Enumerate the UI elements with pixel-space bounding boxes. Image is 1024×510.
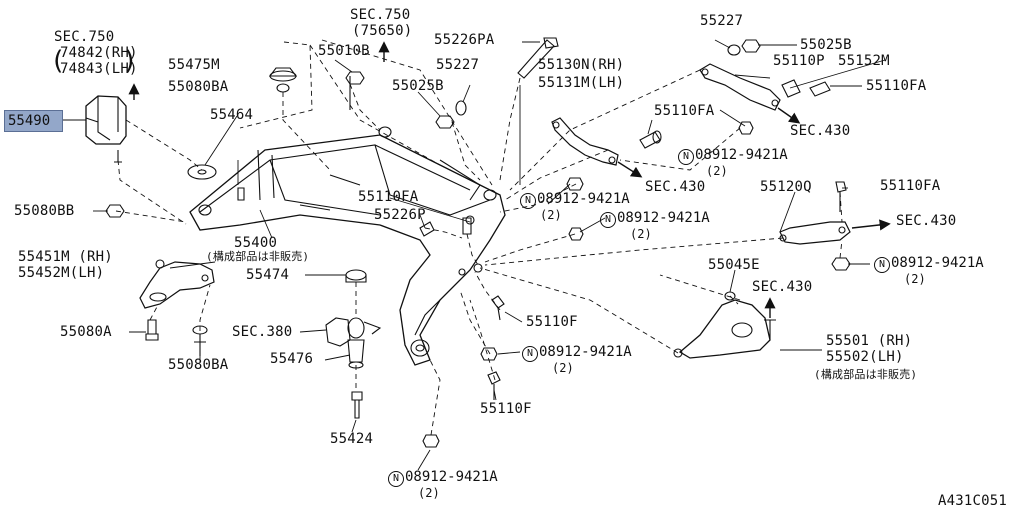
mount-insulator-55490: [85, 95, 127, 163]
lower-arm-55501: [673, 299, 776, 359]
part-55025B-mid[interactable]: 55025B: [392, 78, 444, 94]
n-marker-icon: N: [388, 471, 404, 487]
link-55110P: [699, 63, 801, 111]
part-74842[interactable]: 74842(RH): [60, 45, 138, 61]
part-55110F-b[interactable]: 55110F: [480, 401, 532, 417]
part-55130N[interactable]: 55130N(RH): [538, 57, 625, 73]
part-75650[interactable]: (75650): [352, 23, 413, 39]
bracket-left: (: [50, 46, 66, 76]
part-55045E[interactable]: 55045E: [708, 257, 760, 273]
sec430-ref-b[interactable]: SEC.430: [645, 179, 706, 195]
part-55226PA[interactable]: 55226PA: [434, 32, 495, 48]
part-55025B-right[interactable]: 55025B: [800, 37, 852, 53]
part-55080A[interactable]: 55080A: [60, 324, 112, 340]
part-55227-mid[interactable]: 55227: [436, 57, 480, 73]
diagram-code: A431C051: [938, 493, 1008, 509]
sec430-ref-a[interactable]: SEC.430: [790, 123, 851, 139]
part-55120Q[interactable]: 55120Q: [760, 179, 812, 195]
highlighted-part-55490[interactable]: 55490: [4, 110, 63, 132]
part-55080BA-top[interactable]: 55080BA: [168, 79, 229, 95]
part-55110FA-r1[interactable]: 55110FA: [866, 78, 927, 94]
sec750-left-ref[interactable]: SEC.750: [54, 29, 115, 45]
part-55474[interactable]: 55474: [246, 267, 290, 283]
part-55110FA-r2[interactable]: 55110FA: [880, 178, 941, 194]
part-55226P[interactable]: 55226P: [374, 207, 426, 223]
part-55452M[interactable]: 55452M(LH): [18, 265, 105, 281]
bracket-right: ): [122, 46, 138, 76]
part-number-label: 55490: [8, 113, 51, 129]
part-55451M[interactable]: 55451M (RH): [18, 249, 113, 265]
part-55475M[interactable]: 55475M: [168, 57, 220, 73]
n-marker-icon: N: [520, 193, 536, 209]
part-55080BB[interactable]: 55080BB: [14, 203, 75, 219]
part-55080BA-bottom[interactable]: 55080BA: [168, 357, 229, 373]
n-marker-icon: N: [874, 257, 890, 273]
part-55227-right[interactable]: 55227: [700, 13, 744, 29]
n-marker-icon: N: [600, 212, 616, 228]
part-55110P[interactable]: 55110P: [773, 53, 825, 69]
part-55464[interactable]: 55464: [210, 107, 254, 123]
part-55476[interactable]: 55476: [270, 351, 314, 367]
part-55010B[interactable]: 55010B: [318, 43, 370, 59]
part-55110FA-mid[interactable]: 55110FA: [654, 103, 715, 119]
note-55400-not-sold-separately: (構成部品は非販売): [206, 250, 310, 263]
link-55451M: [139, 259, 215, 309]
n-marker-icon: N: [522, 346, 538, 362]
sec750-top-ref[interactable]: SEC.750: [350, 7, 411, 23]
part-55502[interactable]: 55502(LH): [826, 349, 904, 365]
sec430-ref-d[interactable]: SEC.430: [752, 279, 813, 295]
part-55501[interactable]: 55501 (RH): [826, 333, 913, 349]
sec430-ref-c[interactable]: SEC.430: [896, 213, 957, 229]
part-55110FA-frame[interactable]: 55110FA: [358, 189, 419, 205]
upper-link-55130N: [551, 117, 619, 166]
n-marker-icon: N: [678, 149, 694, 165]
part-55400[interactable]: 55400: [234, 235, 278, 251]
part-74843[interactable]: 74843(LH): [60, 61, 138, 77]
part-55152M[interactable]: 55152M: [838, 53, 890, 69]
part-55424[interactable]: 55424: [330, 431, 374, 447]
washer-55464: [187, 164, 217, 180]
subframe-55400: [189, 126, 506, 366]
part-55131M[interactable]: 55131M(LH): [538, 75, 625, 91]
note-55502-not-sold-separately: (構成部品は非販売): [814, 368, 918, 381]
link-55120Q: [779, 221, 851, 245]
sec380-ref[interactable]: SEC.380: [232, 324, 293, 340]
part-55110F-a[interactable]: 55110F: [526, 314, 578, 330]
